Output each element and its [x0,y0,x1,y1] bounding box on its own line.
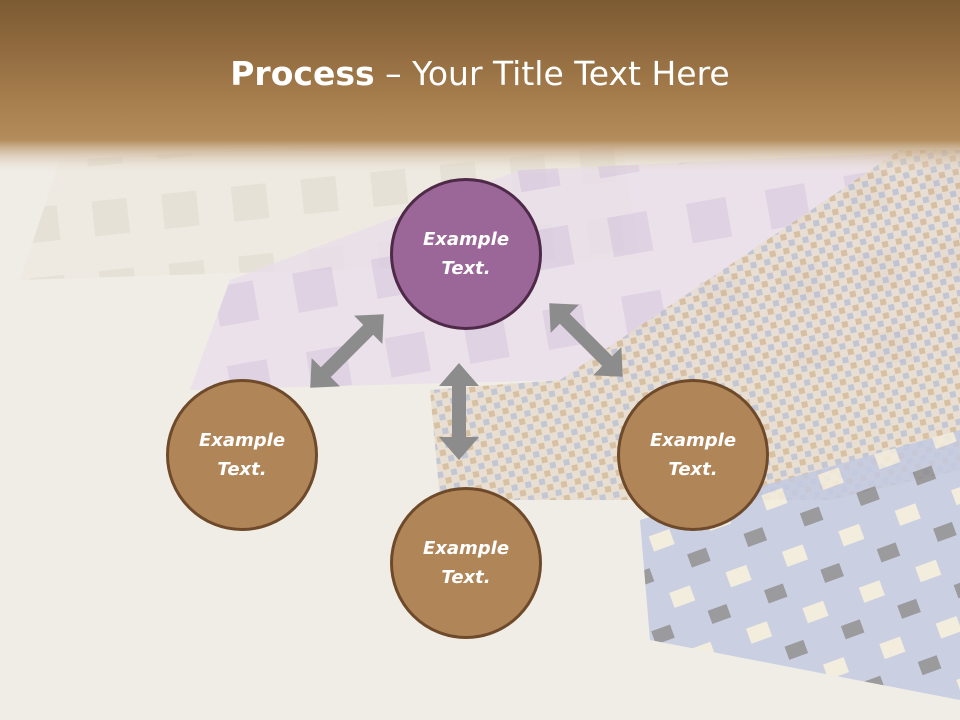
left-node-line1: Example [198,430,286,451]
title-rest: – Your Title Text Here [374,54,730,93]
right-node: Example Text. [617,379,769,531]
center-node: Example Text. [390,178,542,330]
center-node-line2: Text. [441,258,491,279]
page-title: Process – Your Title Text Here [0,52,960,96]
left-node-line2: Text. [217,459,267,480]
right-node-line1: Example [649,430,737,451]
arrow-center-right [549,303,623,377]
bottom-node-line1: Example [422,538,510,559]
right-node-line2: Text. [668,459,718,480]
arrow-center-bottom [439,363,479,460]
bottom-node: Example Text. [390,487,542,639]
left-node: Example Text. [166,379,318,531]
arrow-center-left [310,314,384,388]
bottom-node-line2: Text. [441,567,491,588]
title-bold: Process [230,54,375,93]
center-node-line1: Example [422,229,510,250]
